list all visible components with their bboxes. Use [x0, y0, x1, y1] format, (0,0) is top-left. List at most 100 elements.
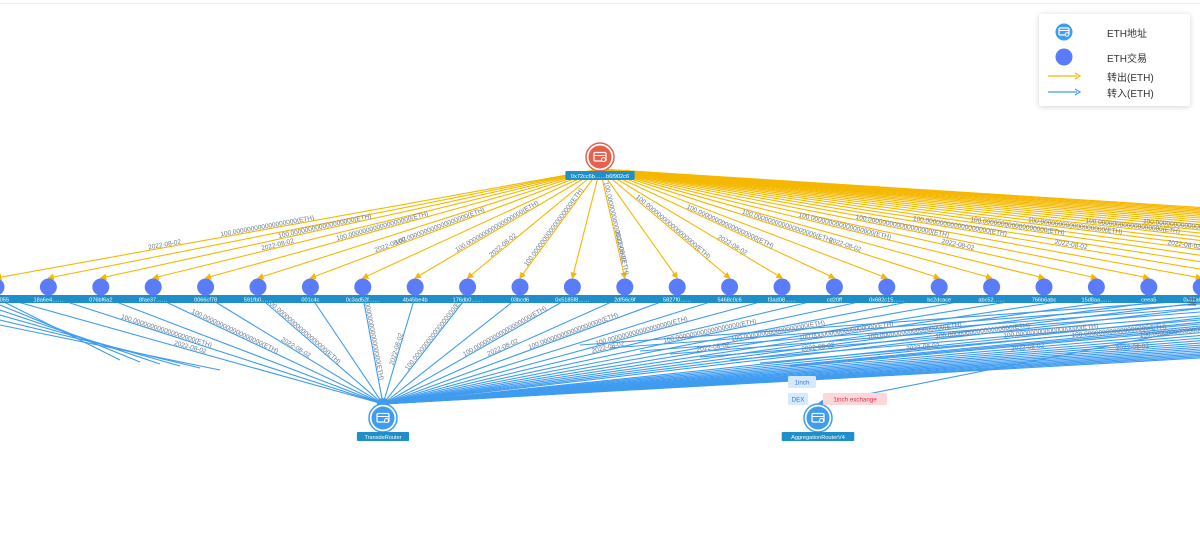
node-tag: 1inch	[788, 376, 816, 388]
edge-label: 2022-08-02	[906, 342, 940, 352]
in-edge	[381, 340, 1200, 407]
out-edge	[599, 168, 1150, 281]
transaction-node[interactable]: cd20ff	[825, 278, 843, 304]
transaction-node[interactable]: 076bf6a2	[89, 278, 112, 304]
transaction-node[interactable]: 0x82a624……	[1183, 278, 1200, 304]
sink-address-node[interactable]: AggregationRouterV4	[781, 403, 855, 441]
transaction-label: 4b45be4b	[403, 298, 428, 304]
transaction-node[interactable]: abc52……	[978, 278, 1005, 304]
node-label: 0x72cc6b……b6f902c6	[571, 174, 629, 180]
transaction-label: f3ad08……	[768, 298, 796, 304]
transaction-node[interactable]: 0x5185f8……	[555, 278, 590, 304]
out-edge	[599, 168, 1200, 215]
transaction-node[interactable]: 5827f0……	[663, 278, 691, 304]
transaction-label: 5827f0……	[663, 298, 691, 304]
transaction-node[interactable]: 176db0……	[453, 278, 483, 304]
transaction-label: 5468c0c6	[717, 298, 741, 304]
out-edge	[599, 168, 1200, 211]
transaction-node[interactable]: 4b45be4b	[403, 278, 428, 304]
transaction-node[interactable]: 8fae37……	[139, 278, 167, 304]
address-icon	[1055, 23, 1073, 41]
in-edge	[729, 319, 1200, 361]
transaction-node[interactable]: 2df56c9f	[614, 278, 636, 304]
transaction-node[interactable]: 0066cf78	[194, 278, 217, 304]
out-edge	[0, 168, 601, 281]
legend-item-out[interactable]: 转出(ETH)	[1039, 66, 1190, 86]
out-edge	[204, 168, 601, 280]
out-edge	[599, 168, 1200, 231]
legend-item-address[interactable]: ETH地址	[1039, 22, 1190, 42]
transaction-node[interactable]: 0c3ad52f……	[346, 278, 380, 304]
out-edge	[599, 168, 836, 279]
node-tag: 1inch exchange	[823, 393, 887, 405]
in-edge	[0, 296, 385, 406]
transaction-label: abc52……	[978, 298, 1004, 304]
in-edge	[669, 311, 1200, 355]
in-edge	[579, 299, 1200, 346]
transaction-node[interactable]: 15d8aa……	[1081, 278, 1111, 304]
in-edge	[381, 295, 1149, 407]
outgoing-edges	[0, 168, 1200, 281]
in-edge	[0, 314, 181, 367]
edge-label: 2022-08-02	[828, 237, 862, 254]
transaction-node[interactable]: 0x8f79055	[0, 279, 9, 304]
in-edge	[381, 348, 1200, 407]
in-edge	[381, 295, 1097, 407]
transaction-node[interactable]: 03bcd6	[511, 278, 529, 304]
legend-item-transaction[interactable]: ETH交易	[1039, 47, 1190, 67]
in-edge	[639, 307, 1200, 352]
in-edge	[381, 295, 678, 406]
in-edge	[381, 295, 835, 406]
incoming-edges	[0, 295, 1200, 407]
node-label-bg	[356, 432, 410, 441]
in-edge	[759, 323, 1200, 364]
out-edge	[599, 168, 1200, 221]
in-arrow-icon	[1048, 88, 1081, 96]
transaction-label: 0066cf78	[194, 298, 217, 304]
in-edge	[381, 295, 416, 406]
out-edge	[599, 168, 1200, 226]
out-edge	[599, 168, 1200, 251]
transaction-node[interactable]: 18a6e4……	[33, 278, 63, 304]
edge-label: 2022-08-02	[1116, 343, 1150, 352]
out-edge	[599, 168, 1200, 281]
in-edge	[381, 337, 1200, 407]
legend-item-in[interactable]: 转入(ETH)	[1039, 82, 1190, 102]
edge-label: 2022-08-02	[280, 336, 312, 359]
out-edge	[309, 168, 601, 280]
in-edge	[257, 295, 384, 405]
out-edge	[599, 168, 1200, 228]
edge-label: 2022-08-02	[374, 236, 408, 254]
transaction-node[interactable]: 766b6abc	[1032, 278, 1057, 304]
transaction-node[interactable]: bc2dcace	[927, 278, 951, 304]
transaction-label: 0x82a624……	[1183, 298, 1200, 304]
node-tag-text: DEX	[792, 397, 805, 404]
transaction-node[interactable]: 001c4c	[301, 278, 320, 304]
edge-label: 2022-08-02	[716, 234, 748, 257]
out-arrow-icon	[1048, 72, 1081, 80]
transaction-label: 001c4c	[301, 298, 319, 304]
out-edge	[519, 168, 601, 279]
transaction-node[interactable]: ceea5	[1140, 278, 1158, 304]
legend-panel: ETH地址 ETH交易 转出(ETH) 转入(ETH)	[1039, 14, 1190, 106]
transaction-node[interactable]: 591fb0……	[244, 278, 272, 304]
transaction-label: 0c3ad52f……	[346, 298, 380, 304]
sink-address-node[interactable]: TransdeRouter	[356, 403, 410, 441]
transaction-label: 8fae37……	[139, 298, 167, 304]
root-address-node[interactable]: 0x72cc6b……b6f902c6	[565, 142, 635, 180]
transaction-node[interactable]: 0x682c15……	[869, 278, 905, 304]
in-edge	[382, 295, 469, 405]
in-edge	[0, 324, 221, 371]
transaction-label: ceea5	[1141, 298, 1156, 304]
edge-label: 2022-08-02	[389, 332, 405, 366]
out-edge	[599, 168, 678, 279]
out-edge	[466, 168, 601, 279]
list-toggle-icon[interactable]	[1187, 297, 1197, 307]
transaction-node[interactable]: f3ad08……	[768, 278, 796, 304]
transaction-label: 076bf6a2	[89, 298, 112, 304]
out-edge	[599, 168, 1200, 208]
edge-label: 2022-08-02	[613, 230, 627, 264]
transaction-node[interactable]: 5468c0c6	[717, 278, 742, 304]
in-edge	[382, 295, 521, 405]
